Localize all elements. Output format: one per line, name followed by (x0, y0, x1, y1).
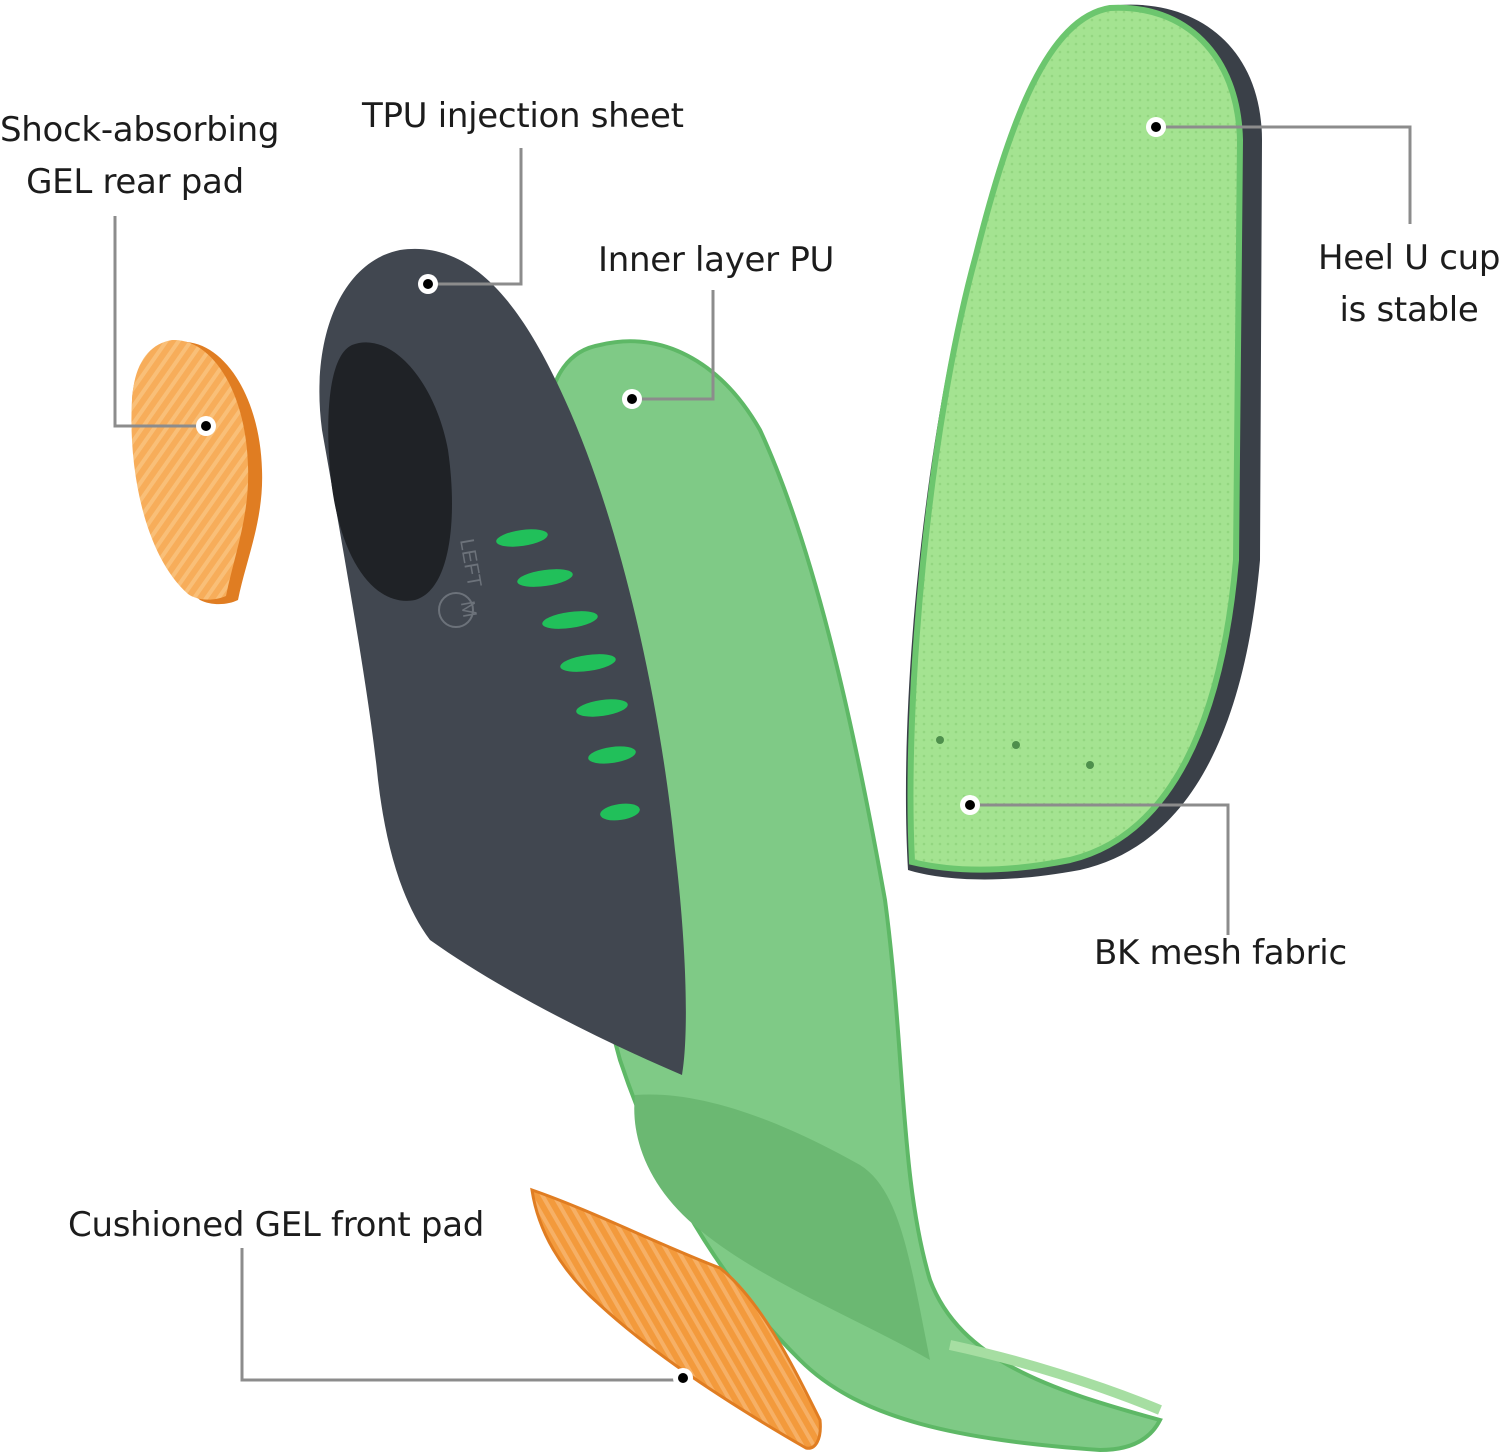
tpu-vent-slot (560, 654, 616, 672)
label-heel-cup-line2: is stable (1339, 290, 1479, 330)
dot-inner-pu-core (627, 394, 637, 404)
label-tpu-sheet-line1: TPU injection sheet (362, 96, 684, 136)
gel-rear-pad (131, 339, 263, 605)
dot-mesh-fabric-core (965, 800, 975, 810)
leader-mesh-fabric (970, 803, 1230, 935)
dot-gel-front-pad-core (678, 1373, 688, 1383)
leader-gel-rear-pad (113, 216, 206, 428)
tpu-heel-window (328, 342, 452, 601)
tpu-size-ring (438, 592, 474, 628)
mesh-vent-hole (1086, 761, 1094, 769)
label-inner-pu-line1: Inner layer PU (598, 240, 835, 280)
label-inner-pu: Inner layer PU (598, 234, 834, 286)
label-gel-rear-pad: Shock-absorbing GEL rear pad (0, 104, 280, 208)
tpu-vent-slot (588, 746, 636, 764)
mesh-top-layer (905, 4, 1262, 880)
tpu-vent-slot (600, 803, 640, 821)
tpu-vent-slot (496, 529, 548, 547)
gel-front-pad (530, 1187, 822, 1450)
label-mesh-fabric: BK mesh fabric (1094, 927, 1347, 979)
mesh-vent-hole (1012, 741, 1020, 749)
label-tpu-sheet: TPU injection sheet (362, 90, 684, 142)
label-gel-front-pad-line1: Cushioned GEL front pad (68, 1205, 485, 1245)
leader-inner-pu (632, 290, 715, 401)
tpu-size-marking: M (456, 599, 481, 619)
tpu-vent-slot (542, 611, 598, 629)
label-mesh-fabric-line1: BK mesh fabric (1094, 933, 1347, 973)
leader-tpu-sheet (428, 148, 523, 286)
leader-dots (196, 117, 1166, 1388)
gel-front-pad-surface (530, 1187, 822, 1450)
label-gel-rear-pad-line2: GEL rear pad (26, 162, 244, 202)
label-heel-cup: Heel U cup is stable (1318, 232, 1500, 336)
dot-heel-cup-core (1151, 122, 1161, 132)
pu-toe-edge (948, 1340, 1162, 1415)
tpu-vent-slot (576, 699, 628, 717)
mesh-layer-surface (907, 4, 1244, 873)
label-heel-cup-line1: Heel U cup (1318, 238, 1500, 278)
tpu-shell: LEFT M (319, 248, 686, 1076)
label-gel-rear-pad-line1: Shock-absorbing (0, 110, 280, 150)
tpu-vent-slot (517, 569, 573, 587)
label-gel-front-pad: Cushioned GEL front pad (68, 1199, 484, 1251)
dot-gel-rear-pad-core (201, 421, 211, 431)
dot-tpu-sheet-core (423, 279, 433, 289)
pu-forefoot-recess (634, 1094, 930, 1360)
tpu-vent-slots (496, 529, 640, 821)
leader-heel-cup (1156, 125, 1412, 224)
gel-rear-pad-surface (131, 339, 249, 600)
mesh-vent-hole (936, 736, 944, 744)
